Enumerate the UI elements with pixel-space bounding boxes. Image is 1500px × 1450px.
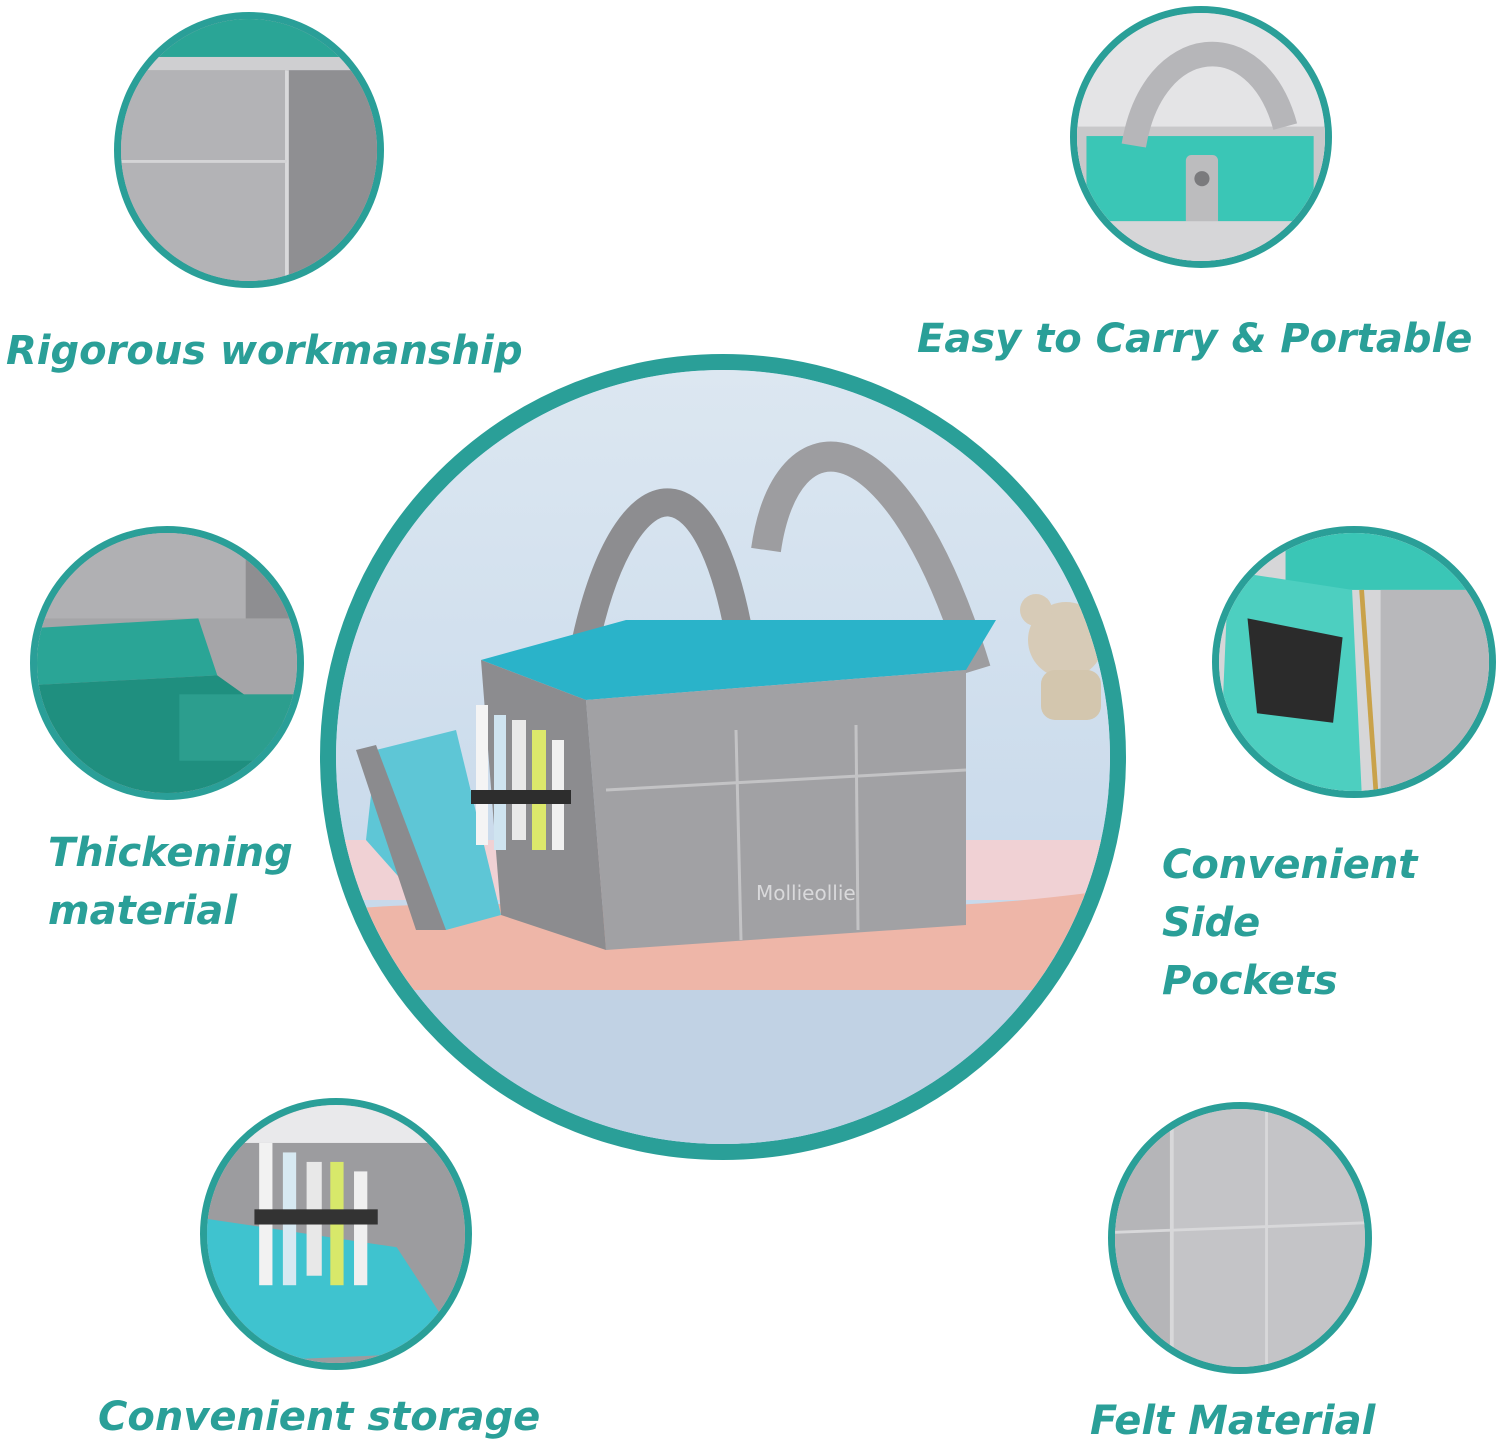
detail-circle-workmanship [114, 12, 384, 288]
caption-side-pockets: Convenient Side Pockets [1162, 842, 1418, 1004]
caption-easy-to-carry: Easy to Carry & Portable [917, 316, 1473, 362]
detail-circle-felt [1108, 1102, 1372, 1374]
caption-rigorous-workmanship: Rigorous workmanship [6, 328, 523, 374]
caption-thickening-material: Thickening material [48, 830, 293, 934]
handle-photo [1077, 13, 1325, 261]
teddy-bear [1020, 594, 1110, 720]
detail-circle-storage [200, 1098, 472, 1370]
detail-circle-handle [1070, 6, 1332, 268]
side-pocket-photo [1219, 533, 1489, 791]
caption-convenient-storage: Convenient storage [98, 1394, 541, 1440]
brand-label: Mollieollie [756, 881, 856, 905]
product-main-circle: Mollieollie [320, 354, 1126, 1160]
felt-corner-photo [121, 19, 377, 281]
detail-circle-side-pockets [1212, 526, 1496, 798]
storage-photo [207, 1105, 465, 1363]
felt-texture-photo [1115, 1109, 1365, 1367]
diaper-caddy-photo: Mollieollie [336, 370, 1110, 1144]
thick-felt-photo [37, 533, 297, 793]
caption-felt-material: Felt Material [1090, 1398, 1376, 1444]
detail-circle-thickening [30, 526, 304, 800]
